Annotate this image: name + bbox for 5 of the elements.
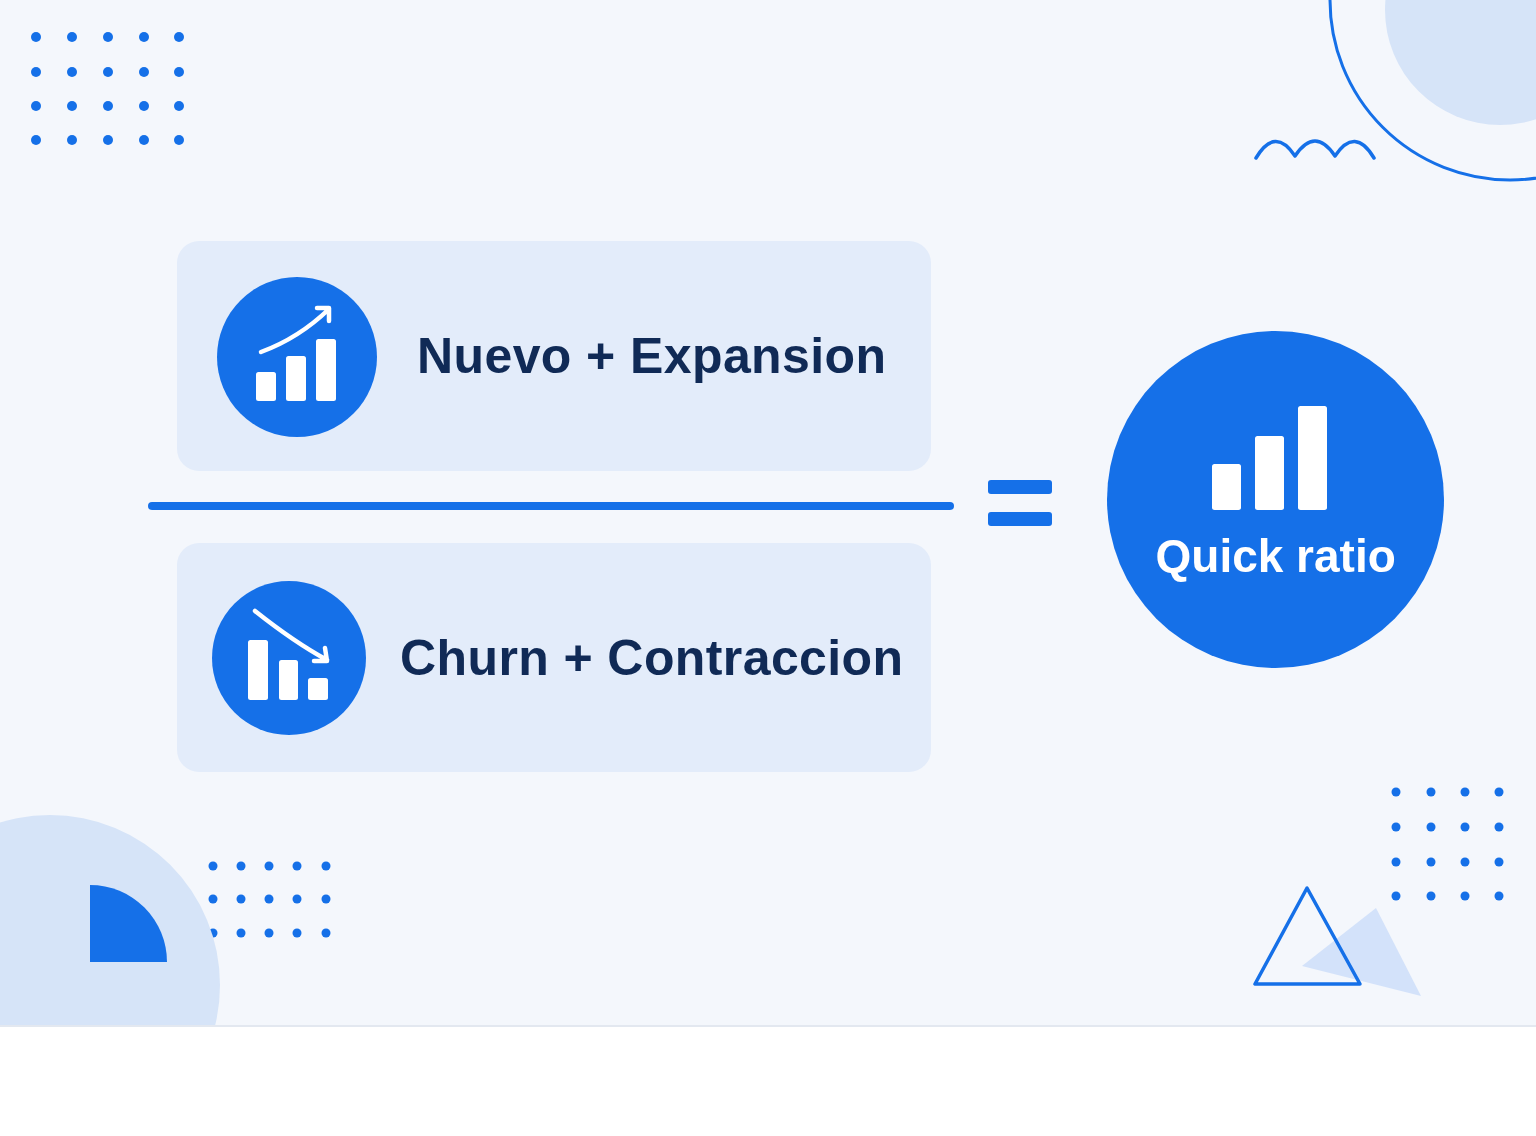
formula-card: [177, 543, 931, 772]
result-label: Quick ratio: [1155, 529, 1396, 583]
formula-term: Churn + Contraccion: [400, 628, 904, 688]
formula-term: Nuevo + Expansion: [417, 327, 887, 386]
formula-card: [177, 241, 931, 471]
